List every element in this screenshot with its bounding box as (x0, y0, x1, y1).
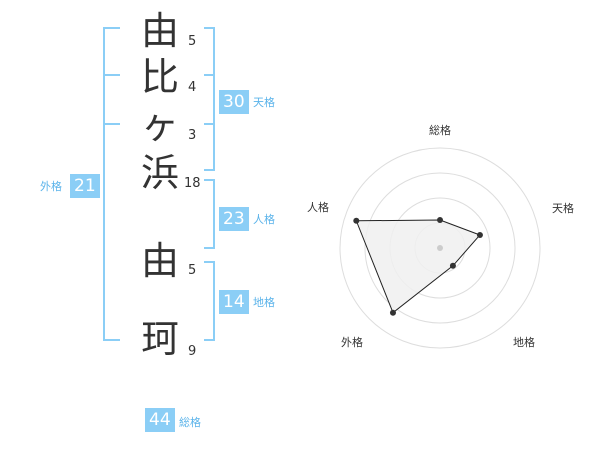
radar-axis-label-soukaku: 総格 (429, 123, 451, 137)
name-char-2: 比 (140, 55, 179, 99)
name-char-1: 由 (140, 9, 179, 53)
radar-point (449, 262, 456, 269)
soukaku-badge: 44 (145, 408, 175, 432)
chikaku-label: 地格 (253, 296, 275, 309)
stroke-count-5: 5 (188, 263, 197, 278)
jinkaku-badge: 23 (219, 207, 249, 231)
radar-axis-label-gaikaku: 外格 (341, 335, 363, 349)
radar-polygon (355, 219, 481, 314)
radar-axis-label-jinkaku: 人格 (307, 200, 329, 214)
name-char-4: 浜 (140, 151, 179, 195)
radar-center-dot (437, 245, 443, 251)
radar-grid-ring (364, 172, 516, 324)
radar-point (353, 217, 360, 224)
stroke-count-2: 4 (188, 80, 197, 95)
tenkaku-badge: 30 (219, 90, 249, 114)
name-char-5: 由 (140, 239, 179, 283)
tenkaku-label: 天格 (253, 96, 275, 109)
radar-axis-label-chikaku: 地格 (513, 335, 535, 349)
radar-point (437, 217, 443, 223)
chikaku-badge: 14 (219, 290, 249, 314)
radar-point (389, 309, 396, 316)
jinkaku-label: 人格 (253, 213, 275, 226)
stroke-count-1: 5 (188, 34, 197, 49)
gaikaku-badge: 21 (70, 174, 100, 198)
name-char-6: 珂 (140, 317, 179, 361)
name-char-3: ヶ (140, 103, 179, 147)
soukaku-label: 総格 (179, 416, 201, 429)
stroke-count-6: 9 (188, 344, 197, 359)
stroke-count-4: 18 (184, 176, 201, 191)
stroke-count-3: 3 (188, 128, 197, 143)
radar-point (476, 232, 483, 239)
gaikaku-label: 外格 (40, 180, 62, 193)
radar-axis-label-tenkaku: 天格 (552, 201, 574, 215)
